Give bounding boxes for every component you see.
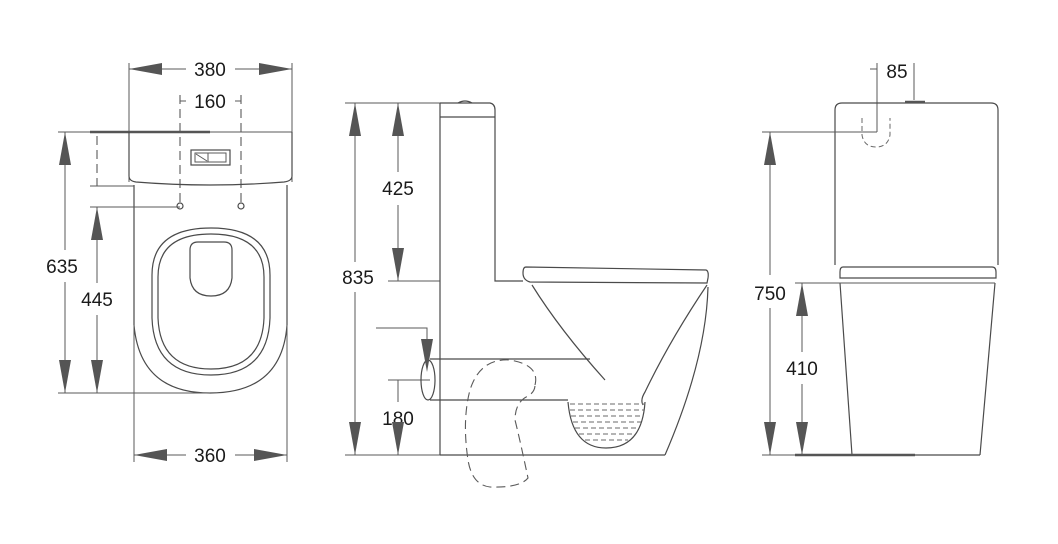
arrowhead-icon: [349, 103, 361, 136]
dim-overall-height: 835: [342, 268, 374, 289]
side-view: 835 425 180: [342, 100, 709, 488]
fixing-hole-right: [237, 202, 245, 210]
flush-button: [190, 149, 231, 166]
seat-inner: [157, 233, 265, 370]
dim-hole-to-front: 445: [81, 290, 113, 311]
arrowhead-icon: [59, 132, 71, 165]
arrowhead-icon: [421, 339, 433, 372]
arrowhead-icon: [134, 449, 167, 461]
arrowhead-icon: [349, 422, 361, 455]
water-trap: [567, 401, 646, 449]
arrowhead-icon: [129, 63, 162, 75]
cistern-front: [834, 102, 999, 265]
top-view: 380 160 635 445: [46, 60, 293, 467]
dimension-arrows: [59, 63, 808, 461]
dim-body-width: 360: [194, 446, 226, 467]
fixing-hole-left: [176, 202, 184, 210]
arrowhead-icon: [764, 422, 776, 455]
arrowhead-icon: [259, 63, 292, 75]
arrowhead-icon: [392, 422, 404, 455]
arrowhead-icon: [59, 360, 71, 393]
arrowhead-icon: [392, 103, 404, 136]
arrowhead-icon: [254, 449, 287, 461]
pan-outer: [664, 286, 709, 456]
dim-tank-height: 425: [382, 179, 414, 200]
front-view: 85 750 410: [754, 62, 999, 457]
dim-seat-height: 410: [786, 359, 818, 380]
arrowhead-icon: [91, 207, 103, 240]
arrowhead-icon: [764, 132, 776, 165]
arrowhead-icon: [392, 248, 404, 281]
outlet-pipe-dashed: [464, 359, 537, 488]
seat-side: [522, 266, 709, 284]
seat-outer: [151, 227, 271, 376]
dim-tank-top-height: 750: [754, 284, 786, 305]
dim-outlet-height: 180: [382, 409, 414, 430]
cistern-side: [440, 102, 523, 282]
dim-overall-depth: 635: [46, 257, 78, 278]
arrowhead-icon: [91, 360, 103, 393]
dim-hole-spacing: 160: [194, 92, 226, 113]
pan-front: [839, 282, 996, 456]
cistern-outline: [128, 132, 293, 186]
dim-inlet-offset: 85: [886, 62, 907, 83]
seat-front: [839, 266, 997, 279]
dim-overall-width: 380: [194, 60, 226, 81]
arrowhead-icon: [796, 283, 808, 316]
bowl-inner: [531, 284, 606, 381]
arrowhead-icon: [796, 422, 808, 455]
bowl-opening: [189, 241, 233, 297]
water-surface: [570, 403, 644, 441]
